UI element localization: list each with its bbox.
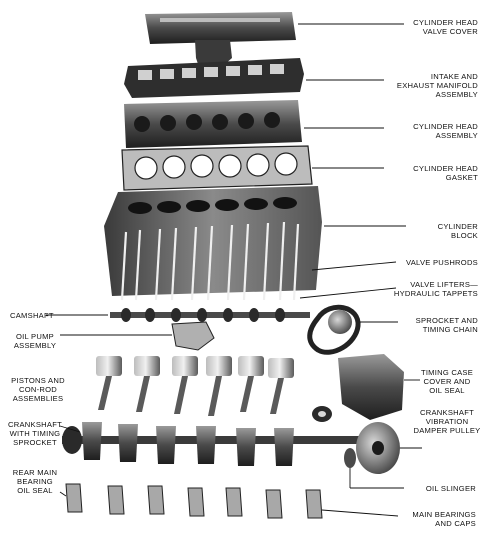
- label-oil-pump-assembly: OIL PUMP ASSEMBLY: [13, 332, 57, 350]
- label-crankshaft-timing-sprocket: CRANKSHAFT WITH TIMING SPROCKET: [8, 420, 62, 447]
- label-oil-slinger: OIL SLINGER: [425, 484, 476, 493]
- timing-chain: [307, 304, 361, 355]
- manifold-assembly: [124, 58, 304, 98]
- label-valve-pushrods: VALVE PUSHRODS: [405, 258, 478, 267]
- head-gasket: [121, 145, 313, 191]
- label-main-bearings-caps: MAIN BEARINGS AND CAPS: [412, 510, 476, 528]
- camshaft: [110, 308, 310, 322]
- oil-slinger-part: [344, 448, 356, 468]
- label-intake-exhaust-manifold: INTAKE AND EXHAUST MANIFOLD ASSEMBLY: [396, 72, 478, 99]
- cylinder-block: [104, 186, 322, 301]
- vibration-damper: [356, 422, 400, 474]
- label-cylinder-head-valve-cover: CYLINDER HEAD VALVE COVER: [413, 18, 478, 36]
- oil-pump: [171, 321, 215, 351]
- crankshaft: [62, 422, 362, 466]
- label-pistons-conrods: PISTONS AND CON-ROD ASSEMBLIES: [11, 376, 65, 403]
- label-camshaft: CAMSHAFT: [10, 311, 54, 320]
- label-rear-main-bearing-seal: REAR MAIN BEARING OIL SEAL: [12, 468, 58, 495]
- leader-lines: [46, 23, 422, 517]
- label-vibration-damper: CRANKSHAFT VIBRATION DAMPER PULLEY: [413, 408, 481, 435]
- label-valve-lifters: VALVE LIFTERS— HYDRAULIC TAPPETS: [393, 280, 478, 298]
- label-sprocket-timing-chain: SPROCKET AND TIMING CHAIN: [415, 316, 478, 334]
- cylinder-head: [124, 100, 302, 148]
- label-timing-case-cover: TIMING CASE COVER AND OIL SEAL: [420, 368, 474, 395]
- pistons-conrods: [96, 356, 294, 416]
- label-cylinder-head-assembly: CYLINDER HEAD ASSEMBLY: [413, 122, 478, 140]
- timing-case-cover: [312, 354, 404, 422]
- label-cylinder-block: CYLINDER BLOCK: [437, 222, 478, 240]
- label-cylinder-head-gasket: CYLINDER HEAD GASKET: [413, 164, 478, 182]
- main-bearings: [65, 483, 323, 519]
